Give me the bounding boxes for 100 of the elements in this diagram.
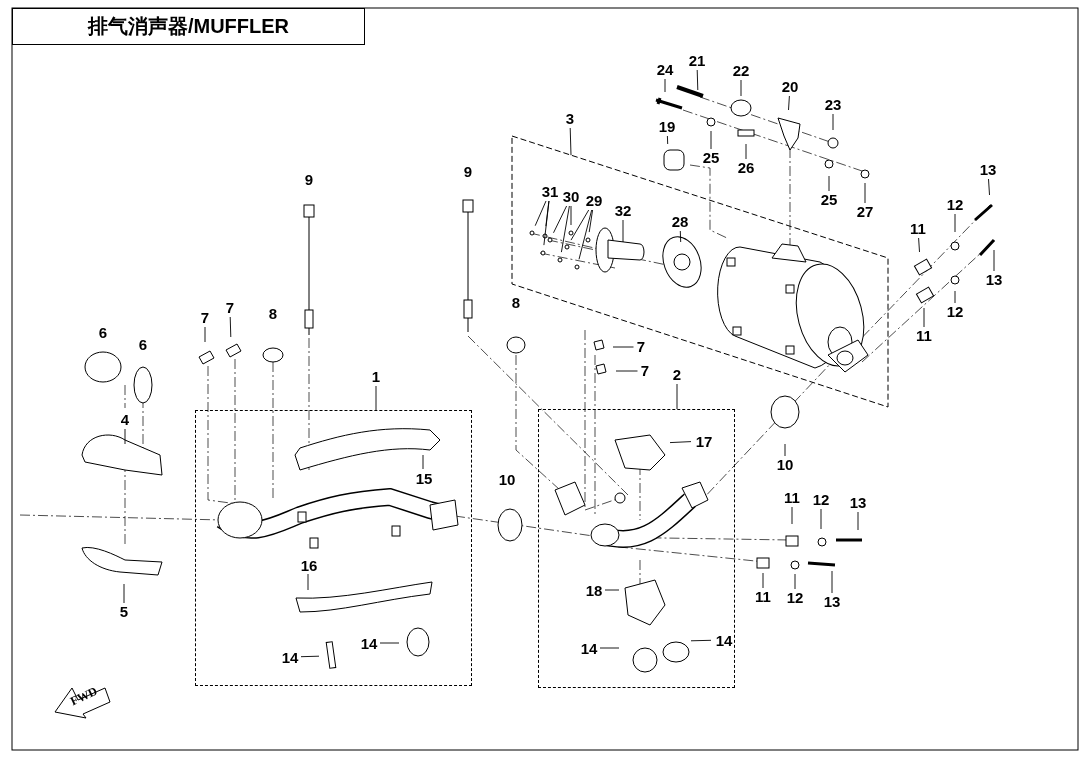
- leader-line: [696, 69, 699, 91]
- leader-line: [820, 508, 822, 530]
- callout-number: 7: [634, 339, 648, 355]
- callout-number: 12: [944, 197, 966, 213]
- leader-line: [762, 572, 764, 589]
- dashed-group-outline: [512, 136, 888, 407]
- leader-line: [954, 213, 956, 233]
- leader-line: [604, 589, 620, 591]
- leader-line: [553, 205, 568, 234]
- callout-number: 7: [638, 363, 652, 379]
- leader-line: [534, 200, 547, 227]
- title-banner: 排气消声器/MUFFLER: [12, 8, 365, 45]
- callout-number: 26: [735, 160, 757, 176]
- leader-line: [791, 506, 793, 525]
- leader-line: [229, 316, 232, 338]
- callout-number: 25: [700, 150, 722, 166]
- leader-line: [784, 443, 786, 457]
- callout-number: 6: [136, 337, 150, 353]
- leader-line: [690, 639, 712, 642]
- leader-line: [300, 655, 320, 658]
- leader-line: [679, 230, 682, 243]
- callout-number: 19: [656, 119, 678, 135]
- callout-number: 16: [298, 558, 320, 574]
- callout-number: 32: [612, 203, 634, 219]
- callout-number: 13: [821, 594, 843, 610]
- callout-number: 3: [563, 111, 577, 127]
- callout-number: 8: [509, 295, 523, 311]
- callout-number: 13: [847, 495, 869, 511]
- callout-number: 23: [822, 97, 844, 113]
- callout-number: 4: [118, 412, 132, 428]
- leader-line: [543, 200, 550, 246]
- leader-line: [676, 383, 678, 410]
- callout-number: 9: [302, 172, 316, 188]
- callout-number: 15: [413, 471, 435, 487]
- leader-line: [664, 78, 666, 93]
- fwd-label: FWD: [68, 684, 100, 709]
- leader-line: [612, 346, 634, 348]
- leader-line: [794, 573, 796, 590]
- callout-number: 14: [713, 633, 735, 649]
- callout-number: 14: [358, 636, 380, 652]
- callout-number: 12: [784, 590, 806, 606]
- callout-number: 10: [774, 457, 796, 473]
- callout-number: 11: [907, 221, 929, 237]
- callout-number: 13: [977, 162, 999, 178]
- leader-line: [666, 135, 669, 145]
- leader-line: [204, 326, 206, 343]
- callout-number: 30: [560, 189, 582, 205]
- leader-line: [123, 583, 125, 604]
- leader-line: [864, 182, 866, 204]
- callout-number: 13: [983, 272, 1005, 288]
- callout-number: 9: [461, 164, 475, 180]
- callout-number: 7: [198, 310, 212, 326]
- dashed-group-box: [195, 410, 472, 686]
- leader-line: [988, 178, 990, 196]
- callout-number: 10: [496, 472, 518, 488]
- callout-number: 18: [583, 583, 605, 599]
- callout-number: 17: [693, 434, 715, 450]
- leader-line: [560, 205, 570, 253]
- callout-number: 2: [670, 367, 684, 383]
- callout-number: 11: [781, 490, 803, 506]
- leader-line: [588, 209, 594, 233]
- leader-line: [570, 209, 590, 241]
- leader-line: [993, 249, 995, 272]
- leader-line: [570, 205, 572, 226]
- callout-number: 20: [779, 79, 801, 95]
- leader-line: [422, 454, 424, 470]
- leader-line: [124, 428, 126, 445]
- leader-line: [569, 127, 572, 156]
- leader-line: [740, 79, 742, 97]
- callout-number: 25: [818, 192, 840, 208]
- callout-number: 14: [578, 641, 600, 657]
- callout-number: 31: [539, 184, 561, 200]
- leader-line: [375, 385, 377, 411]
- callout-number: 1: [369, 369, 383, 385]
- callout-number: 29: [583, 193, 605, 209]
- callout-number: 28: [669, 214, 691, 230]
- callout-number: 5: [117, 604, 131, 620]
- dashed-group-box: [538, 409, 735, 688]
- leader-line: [918, 237, 920, 253]
- leader-line: [379, 642, 400, 644]
- leader-line: [710, 130, 712, 150]
- callout-number: 22: [730, 63, 752, 79]
- leader-line: [923, 307, 925, 328]
- leader-line: [828, 175, 830, 192]
- callout-number: 24: [654, 62, 676, 78]
- callout-number: 14: [279, 650, 301, 666]
- leader-line: [831, 570, 833, 594]
- callout-number: 21: [686, 53, 708, 69]
- leader-line: [615, 370, 638, 372]
- callout-number: 11: [913, 328, 935, 344]
- callout-number: 12: [810, 492, 832, 508]
- leader-line: [307, 573, 309, 591]
- leader-line: [545, 200, 550, 227]
- leader-line: [857, 511, 859, 531]
- leader-line: [832, 113, 834, 131]
- callout-number: 12: [944, 304, 966, 320]
- callout-number: 7: [223, 300, 237, 316]
- leader-line: [622, 219, 624, 243]
- leader-line: [578, 209, 593, 260]
- leader-line: [669, 441, 692, 444]
